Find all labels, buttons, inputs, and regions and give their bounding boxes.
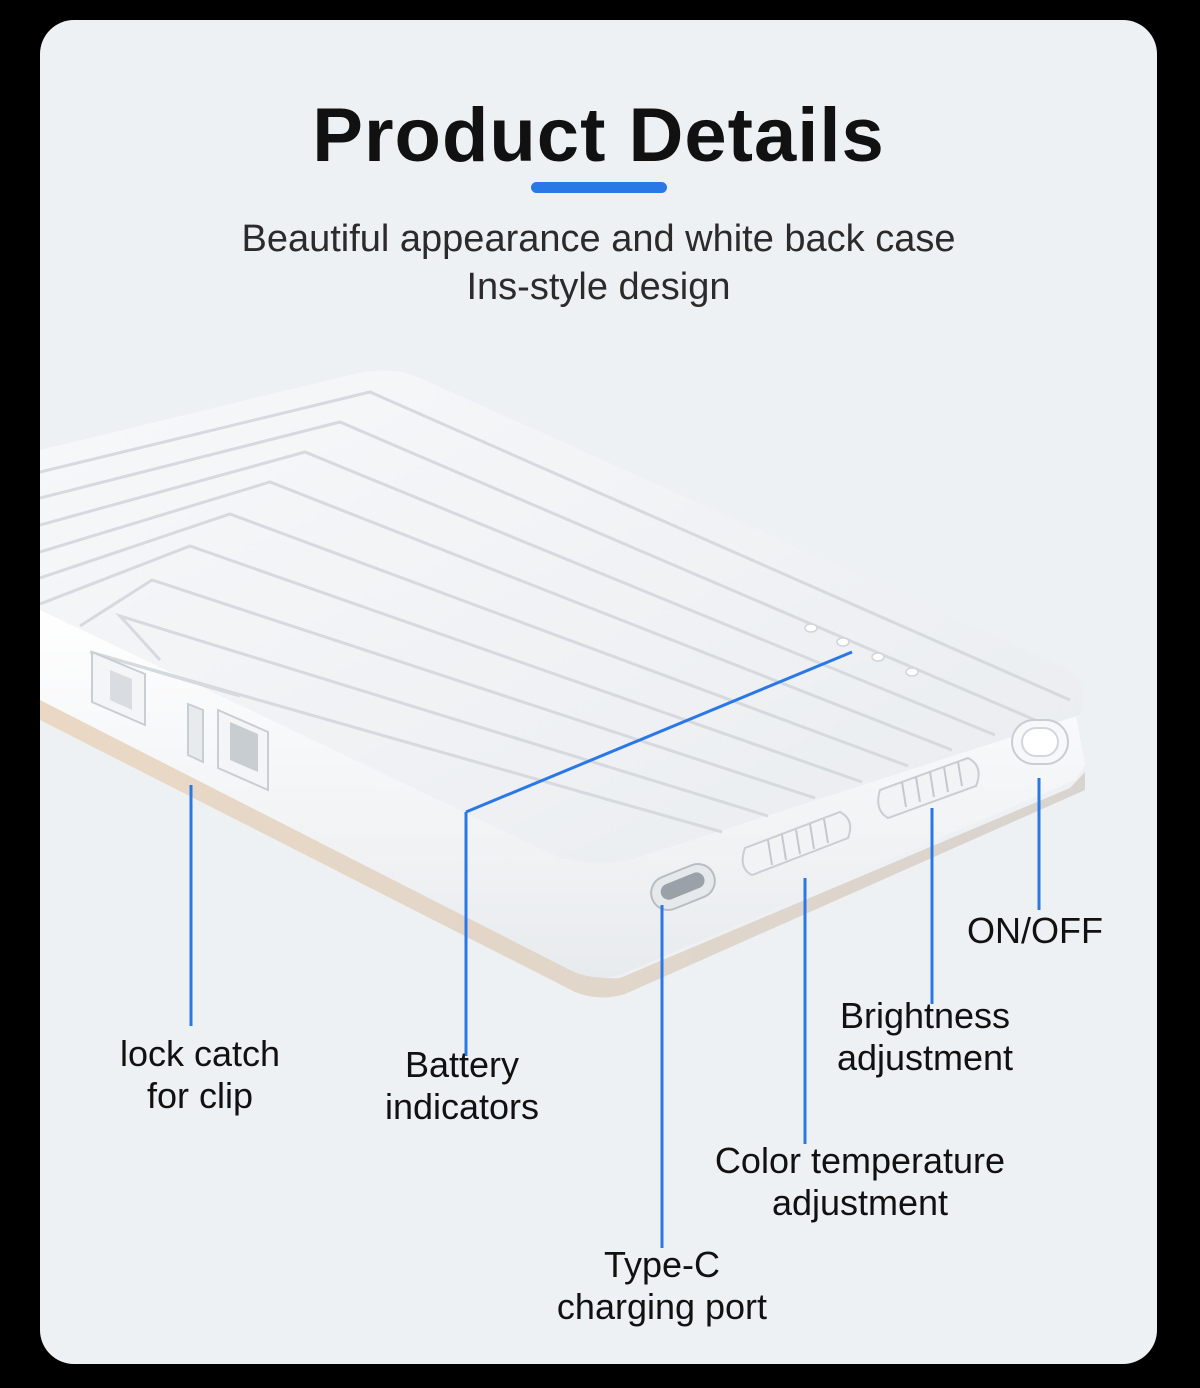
callout-brightness: Brightness adjustment bbox=[795, 995, 1055, 1079]
callout-lock-catch: lock catch for clip bbox=[80, 1033, 320, 1117]
callout-power: ON/OFF bbox=[967, 910, 1103, 951]
title-accent-bar bbox=[531, 182, 667, 193]
product-card: Product Details Beautiful appearance and… bbox=[40, 20, 1157, 1364]
callout-battery-line-2: indicators bbox=[384, 1086, 540, 1127]
callout-battery-line-1: Battery bbox=[404, 1044, 520, 1085]
dial-icon bbox=[741, 810, 852, 877]
callout-type-c-line-2: charging port bbox=[556, 1286, 768, 1327]
usb-c-port-icon bbox=[650, 863, 716, 911]
device-ribs bbox=[40, 390, 1071, 834]
callout-lock-catch-line-2: for clip bbox=[146, 1075, 254, 1116]
callout-lines bbox=[189, 650, 1041, 1248]
battery-led-icon bbox=[804, 623, 919, 677]
callout-brightness-line-1: Brightness bbox=[839, 995, 1011, 1036]
callout-battery: Battery indicators bbox=[352, 1044, 572, 1128]
callout-brightness-line-2: adjustment bbox=[836, 1037, 1014, 1078]
callout-line-battery bbox=[465, 650, 853, 814]
callout-type-c: Type-C charging port bbox=[512, 1244, 812, 1328]
dial-icon bbox=[877, 756, 980, 820]
lock-catch-icon bbox=[91, 650, 269, 792]
subtitle-line-1: Beautiful appearance and white back case bbox=[241, 218, 956, 260]
power-bank-illustration bbox=[40, 370, 1085, 1248]
callout-type-c-line-1: Type-C bbox=[603, 1244, 721, 1285]
page-title: Product Details bbox=[312, 93, 885, 178]
power-switch-icon bbox=[1011, 719, 1069, 765]
subtitle-line-2: Ins-style design bbox=[466, 266, 731, 308]
callout-lock-catch-line-1: lock catch bbox=[119, 1033, 281, 1074]
callout-color-temp-line-2: adjustment bbox=[771, 1182, 949, 1223]
callout-color-temp: Color temperature adjustment bbox=[660, 1140, 1060, 1224]
device-side-face bbox=[40, 610, 1085, 978]
callout-color-temp-line-1: Color temperature bbox=[714, 1140, 1006, 1181]
